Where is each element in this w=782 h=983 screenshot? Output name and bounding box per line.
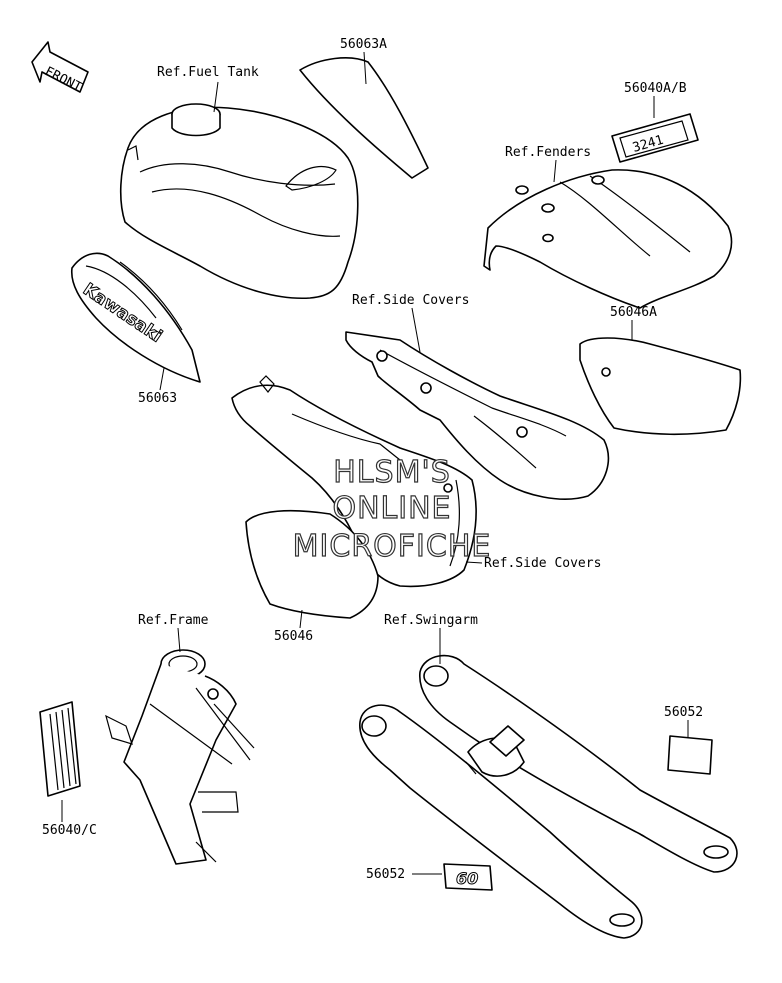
label-56052-bottom: 56052 [366,867,405,882]
decal-56046 [245,509,379,619]
rear-fender [483,169,733,309]
label-56046: 56046 [274,629,313,644]
decal-56040C [39,701,81,797]
decal-56063A [299,57,429,179]
decal-56063: Kawasaki [71,252,201,383]
front-arrow-icon: FRONT [31,41,89,95]
label-ref-fuel-tank: Ref.Fuel Tank [157,65,259,80]
watermark: HLSM'S ONLINE MICROFICHE [292,454,492,564]
label-ref-side-covers-upper: Ref.Side Covers [352,293,469,308]
watermark-line-2: ONLINE [332,491,451,526]
decal-56052-square [667,735,713,775]
watermark-line-1: HLSM'S [333,455,451,490]
side-cover-upper [345,331,610,500]
label-56040C: 56040/C [42,823,97,838]
side-cover-lower [231,375,477,588]
watermark-line-3: MICROFICHE [293,529,492,564]
frame [105,649,255,865]
emblem-text: 60 [456,869,478,888]
label-56040AB: 56040A/B [624,81,687,96]
label-56063: 56063 [138,391,177,406]
label-ref-frame: Ref.Frame [138,613,209,628]
decal-56052-emblem: 60 [443,863,493,891]
label-56063A: 56063A [340,37,387,52]
label-56046A: 56046A [610,305,657,320]
label-ref-swingarm: Ref.Swingarm [384,613,478,628]
decal-56040AB: 3241 [611,113,699,163]
decal-56046A [579,337,742,436]
label-ref-side-covers-lower: Ref.Side Covers [484,556,601,571]
label-ref-fenders: Ref.Fenders [505,145,591,160]
swingarm [359,654,738,939]
label-56052-right: 56052 [664,705,703,720]
fuel-tank [119,103,359,300]
